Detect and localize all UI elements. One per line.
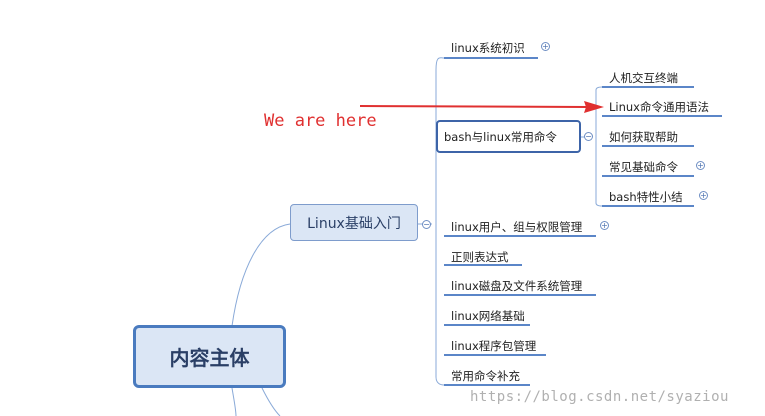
- branch-bash-commands-selected[interactable]: bash与linux常用命令: [436, 120, 581, 153]
- expand-icon[interactable]: +: [600, 221, 609, 230]
- branch-package-management[interactable]: linux程序包管理: [451, 339, 537, 353]
- branch-disk-filesystem[interactable]: linux磁盘及文件系统管理: [451, 279, 583, 293]
- expand-icon[interactable]: +: [696, 161, 705, 170]
- branch-regex[interactable]: 正则表达式: [451, 250, 509, 264]
- sub-branch-get-help[interactable]: 如何获取帮助: [609, 130, 678, 144]
- collapse-icon[interactable]: −: [584, 132, 593, 141]
- sub-branch-command-syntax[interactable]: Linux命令通用语法: [609, 100, 709, 114]
- watermark-url: https://blog.csdn.net/syaziou: [470, 389, 729, 405]
- sub-branch-terminal[interactable]: 人机交互终端: [609, 71, 678, 85]
- expand-icon[interactable]: +: [699, 191, 708, 200]
- branch-bash-commands-label: bash与linux常用命令: [444, 129, 557, 144]
- branch-common-commands-extra[interactable]: 常用命令补充: [451, 369, 520, 383]
- branch-network-basics[interactable]: linux网络基础: [451, 309, 525, 323]
- we-are-here-annotation: We are here: [264, 111, 377, 131]
- level1-node-linux-basics[interactable]: Linux基础入门: [290, 204, 418, 241]
- sub-branch-basic-commands[interactable]: 常见基础命令: [609, 160, 678, 174]
- sub-branch-bash-features[interactable]: bash特性小结: [609, 190, 683, 204]
- collapse-icon[interactable]: −: [422, 220, 431, 229]
- expand-icon[interactable]: +: [541, 42, 550, 51]
- root-node[interactable]: 内容主体: [133, 325, 286, 388]
- branch-linux-intro[interactable]: linux系统初识: [451, 41, 525, 55]
- branch-user-group-permissions[interactable]: linux用户、组与权限管理: [451, 220, 583, 234]
